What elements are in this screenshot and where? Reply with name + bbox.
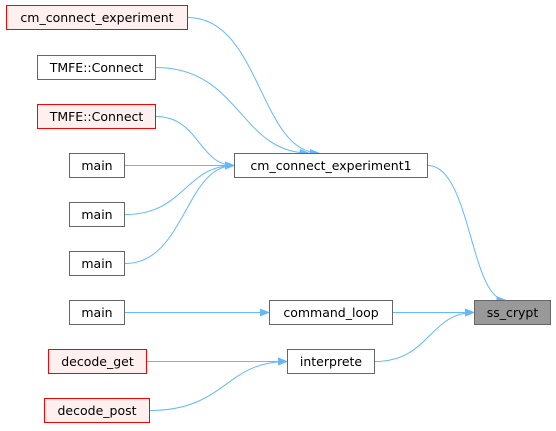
node-command-loop[interactable]: command_loop	[269, 300, 393, 325]
node-interprete[interactable]: interprete	[287, 349, 375, 374]
node-cm-connect-experiment[interactable]: cm_connect_experiment	[6, 5, 188, 30]
edge-tmfe_connect_2-to-cm_connect_experiment1	[155, 116, 235, 170]
node-main-4[interactable]: main	[69, 300, 125, 325]
edge-cm_connect_experiment1-to-ss_crypt	[427, 165, 507, 304]
node-decode-post[interactable]: decode_post	[44, 398, 150, 423]
edge-cm_connect_experiment-to-cm_connect_experiment1	[187, 17, 320, 157]
node-main-3[interactable]: main	[69, 251, 125, 276]
node-ss-crypt-current: ss_crypt	[474, 300, 551, 325]
edge-decode_post-to-interprete	[149, 357, 288, 411]
node-main-2[interactable]: main	[69, 202, 125, 227]
node-tmfe-connect-2[interactable]: TMFE::Connect	[37, 104, 156, 129]
edge-main_3-to-cm_connect_experiment1	[124, 161, 235, 264]
node-main-1[interactable]: main	[69, 153, 125, 178]
node-tmfe-connect-1[interactable]: TMFE::Connect	[37, 55, 156, 80]
node-decode-get[interactable]: decode_get	[48, 349, 147, 374]
edge-tmfe_connect_1-to-cm_connect_experiment1	[155, 67, 310, 157]
edge-interprete-to-ss_crypt	[374, 308, 475, 362]
edge-main_2-to-cm_connect_experiment1	[124, 161, 235, 215]
node-cm-connect-experiment1[interactable]: cm_connect_experiment1	[234, 153, 428, 178]
